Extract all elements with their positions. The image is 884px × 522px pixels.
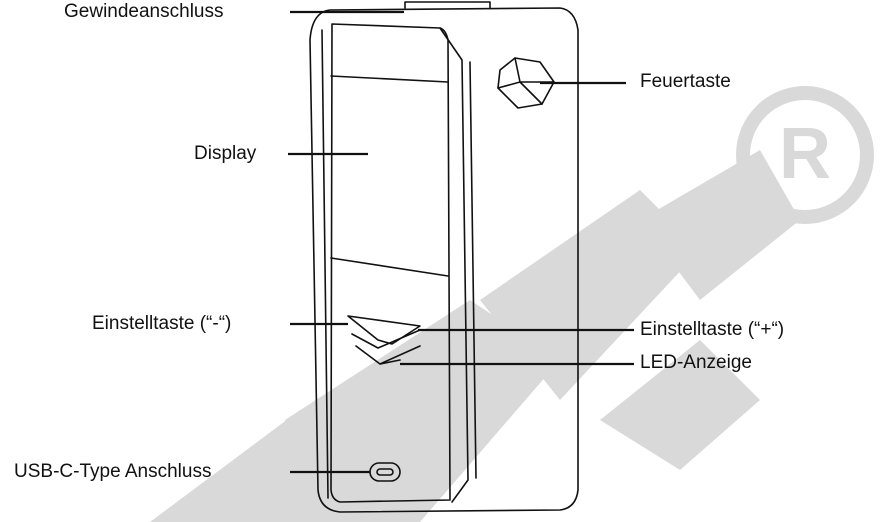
label-led-indicator: LED-Anzeige bbox=[640, 352, 752, 373]
label-display: Display bbox=[194, 143, 257, 164]
body-edge-left bbox=[321, 29, 329, 499]
label-adjust-minus: Einstelltaste (“-“) bbox=[92, 313, 232, 334]
label-fire-button: Feuertaste bbox=[640, 71, 731, 92]
label-usb-c-port: USB-C-Type Anschluss bbox=[14, 461, 212, 482]
thread-connector bbox=[404, 1, 491, 9]
display-bottom-line bbox=[330, 257, 449, 277]
led-indicator-icon bbox=[355, 345, 421, 365]
usb-port-icon bbox=[369, 462, 401, 482]
usb-port-inner bbox=[376, 468, 394, 476]
front-panel bbox=[330, 23, 451, 503]
body-bevel-right-2 bbox=[469, 61, 477, 479]
body-outline bbox=[309, 7, 579, 513]
display-top-line bbox=[330, 75, 449, 83]
led-indicator-icon-2 bbox=[379, 359, 401, 365]
minus-button-icon bbox=[347, 315, 421, 345]
fire-button-icon bbox=[497, 57, 555, 109]
plus-button-icon bbox=[351, 329, 421, 349]
body-bevel-right bbox=[439, 27, 469, 503]
label-thread-connection: Gewindeanschluss bbox=[64, 1, 224, 22]
label-adjust-plus: Einstelltaste (“+“) bbox=[640, 319, 785, 340]
